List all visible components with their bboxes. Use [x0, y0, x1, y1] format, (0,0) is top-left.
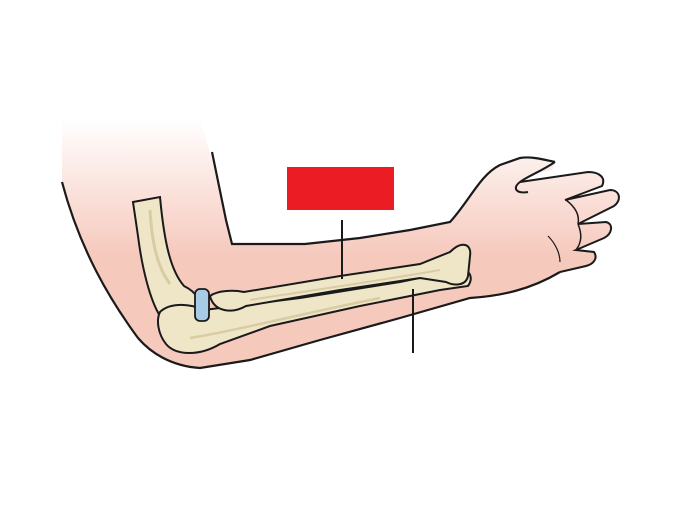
- arm-outline-bottom: [60, 181, 561, 370]
- palm-line: [547, 235, 561, 263]
- finger-crease-2: [575, 223, 582, 251]
- label-box: [287, 167, 394, 210]
- arm-outline-top: [210, 151, 556, 246]
- hidden-label: [287, 167, 394, 210]
- joint-cartilage: [194, 288, 210, 322]
- radius-bone: [208, 243, 472, 312]
- finger-crease-1: [565, 199, 580, 225]
